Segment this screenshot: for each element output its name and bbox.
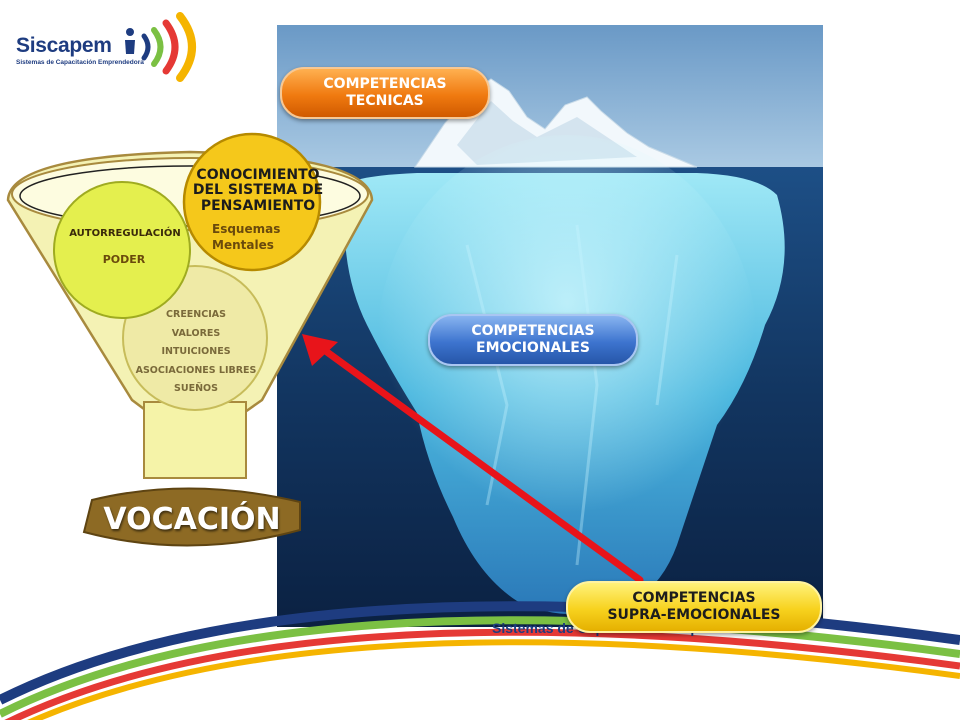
list-item: ASOCIACIONES LIBRES xyxy=(135,364,257,376)
pill-competencias-supra-emocionales: COMPETENCIAS SUPRA-EMOCIONALES xyxy=(566,581,822,633)
label-vocacion: VOCACIÓN xyxy=(103,502,281,537)
label-creencias-list: CREENCIAS VALORES INTUICIONES ASOCIACION… xyxy=(132,306,260,399)
pill-supra-line-2: SUPRA-EMOCIONALES xyxy=(607,607,781,623)
pill-competencias-emocionales: COMPETENCIAS EMOCIONALES xyxy=(428,314,638,366)
pill-emocionales-line-2: EMOCIONALES xyxy=(476,340,590,356)
esquemas-line-1: Esquemas xyxy=(212,222,281,236)
list-item: CREENCIAS xyxy=(166,309,226,320)
logo-name: Siscapem xyxy=(16,34,112,57)
logo-arcs-icon xyxy=(125,12,196,82)
funnel-diagram xyxy=(6,132,374,547)
pill-supra-line-1: COMPETENCIAS xyxy=(632,589,756,606)
list-item: VALORES xyxy=(171,327,221,339)
label-poder: PODER xyxy=(102,253,146,266)
list-item: INTUICIONES xyxy=(161,346,231,358)
conocimiento-line-2: DEL SISTEMA DE xyxy=(192,182,324,199)
pill-tecnicas-line-1: COMPETENCIAS xyxy=(323,75,447,92)
label-autorregulacion: AUTORREGULACIÓN xyxy=(69,228,181,239)
pill-competencias-tecnicas: COMPETENCIAS TECNICAS xyxy=(280,67,490,119)
list-item: SUEÑOS xyxy=(174,383,218,395)
conocimiento-line-1: CONOCIMIENTO xyxy=(196,167,320,183)
logo-subtitle: Sistemas de Capacitación Emprendedora xyxy=(16,59,144,66)
pill-emocionales-line-1: COMPETENCIAS xyxy=(471,322,595,339)
pill-tecnicas-line-2: TECNICAS xyxy=(346,93,424,109)
label-esquemas-mentales: Esquemas Mentales xyxy=(212,222,292,253)
label-conocimiento: CONOCIMIENTO DEL SISTEMA DE PENSAMIENTO xyxy=(188,167,328,214)
esquemas-line-2: Mentales xyxy=(212,237,274,252)
iceberg-image xyxy=(277,25,823,627)
siscapem-logo: Siscapem Sistemas de Capacitación Empren… xyxy=(12,12,212,84)
red-arrow-icon xyxy=(302,334,644,584)
conocimiento-line-3: PENSAMIENTO xyxy=(200,197,316,214)
